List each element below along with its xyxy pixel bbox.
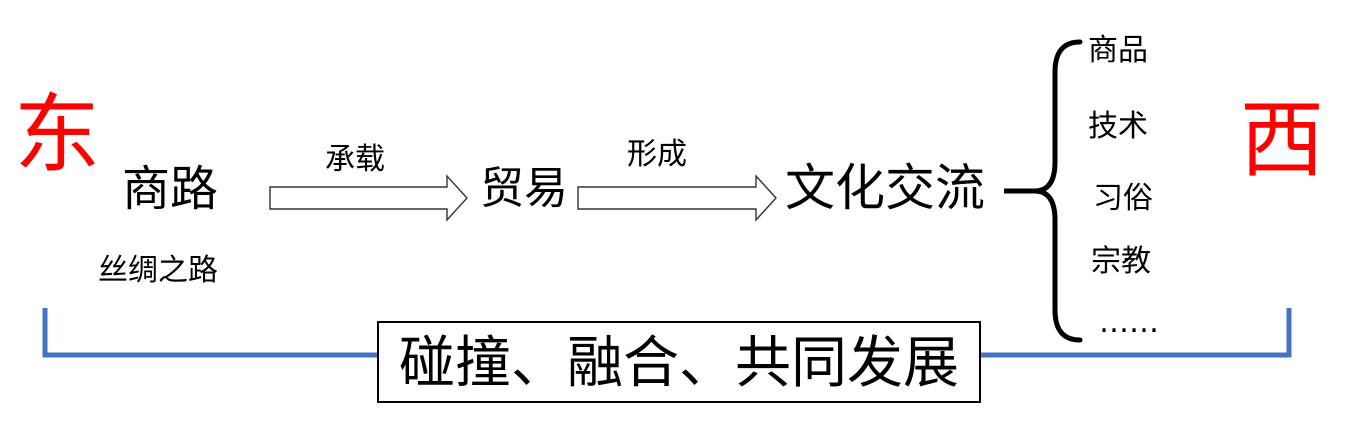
arrow-road-to-trade — [269, 174, 468, 222]
cultural-exchange-label: 文化交流 — [785, 159, 985, 217]
silk-road-label: 丝绸之路 — [98, 253, 218, 288]
aspect-item-customs: 习俗 — [1093, 181, 1153, 216]
aspect-item-religion: 宗教 — [1091, 244, 1151, 279]
arrow-trade-to-culture — [577, 174, 777, 222]
trade-label: 贸易 — [480, 163, 568, 214]
west-label: 西 — [1240, 91, 1325, 189]
aspect-item-goods: 商品 — [1088, 33, 1148, 68]
aspect-item-technology: 技术 — [1088, 109, 1148, 144]
trade-route-label: 商路 — [122, 161, 219, 217]
east-label: 东 — [14, 85, 100, 185]
aspect-item-ellipsis: …… — [1099, 305, 1159, 340]
curly-brace — [1035, 39, 1083, 343]
arrow2-label: 形成 — [627, 137, 687, 172]
outcome-box: 碰撞、融合、共同发展 — [377, 321, 981, 403]
arrow1-label: 承载 — [325, 142, 385, 177]
